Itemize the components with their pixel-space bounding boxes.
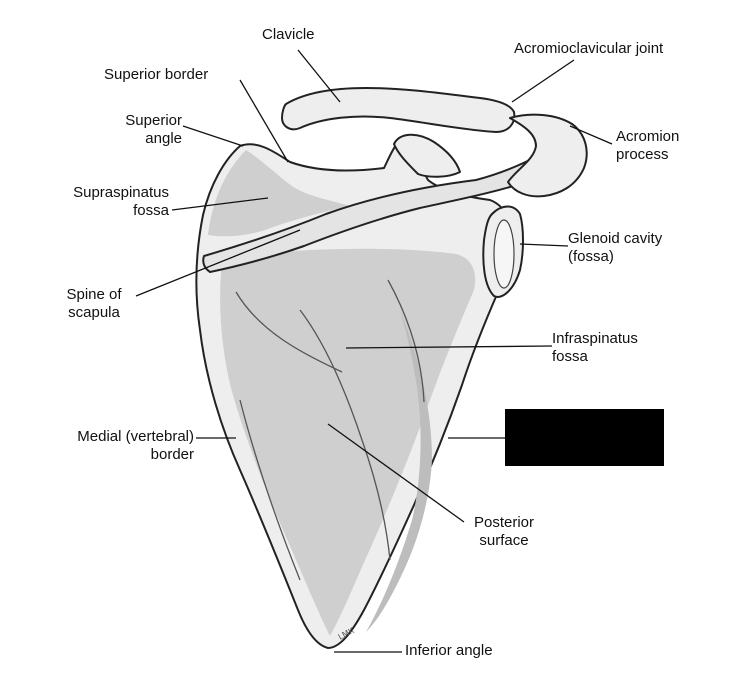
label-acromioclavicular-joint: Acromioclavicular joint [514, 40, 664, 57]
supraspinatus-fossa-shape [208, 150, 350, 237]
leader-posterior-surface [327, 423, 465, 523]
leader-superior-angle [182, 125, 244, 147]
surface-contour [387, 279, 425, 403]
label-infraspinatus-fossa: Infraspinatus fossa [552, 330, 638, 365]
label-superior-angle: Superior angle [125, 112, 182, 147]
leader-glenoid-cavity [519, 243, 569, 247]
label-superior-border: Superior border [104, 66, 209, 83]
label-glenoid-cavity: Glenoid cavity (fossa) [568, 230, 663, 265]
label-spine-of-scapula: Spine of scapula [66, 286, 122, 321]
leader-spine-of-scapula [135, 229, 301, 297]
lateral-shadow [366, 310, 432, 632]
surface-contour [235, 291, 343, 373]
label-inferior-angle: Inferior angle [405, 642, 493, 659]
redacted-label-box [505, 409, 664, 466]
surface-contour [299, 309, 391, 561]
leader-acromioclavicular-joint [511, 59, 575, 103]
label-supraspinatus-fossa: Supraspinatus fossa [73, 184, 169, 219]
coracoid-process [393, 133, 461, 178]
leader-acromion-process [569, 125, 613, 145]
leader-infraspinatus-fossa [345, 345, 553, 349]
leader-clavicle [297, 49, 341, 103]
acromion-shape [507, 113, 588, 198]
leader-superior-border [239, 79, 289, 163]
label-medial-border: Medial (vertebral) border [77, 428, 194, 463]
label-posterior-surface: Posterior surface [473, 514, 535, 549]
clavicle-shape [281, 87, 516, 133]
label-clavicle: Clavicle [262, 26, 315, 43]
label-acromion-process: Acromion process [616, 128, 680, 163]
surface-contour [239, 399, 301, 581]
glenoid-surface [493, 219, 515, 289]
leader-supraspinatus-fossa [171, 197, 269, 211]
